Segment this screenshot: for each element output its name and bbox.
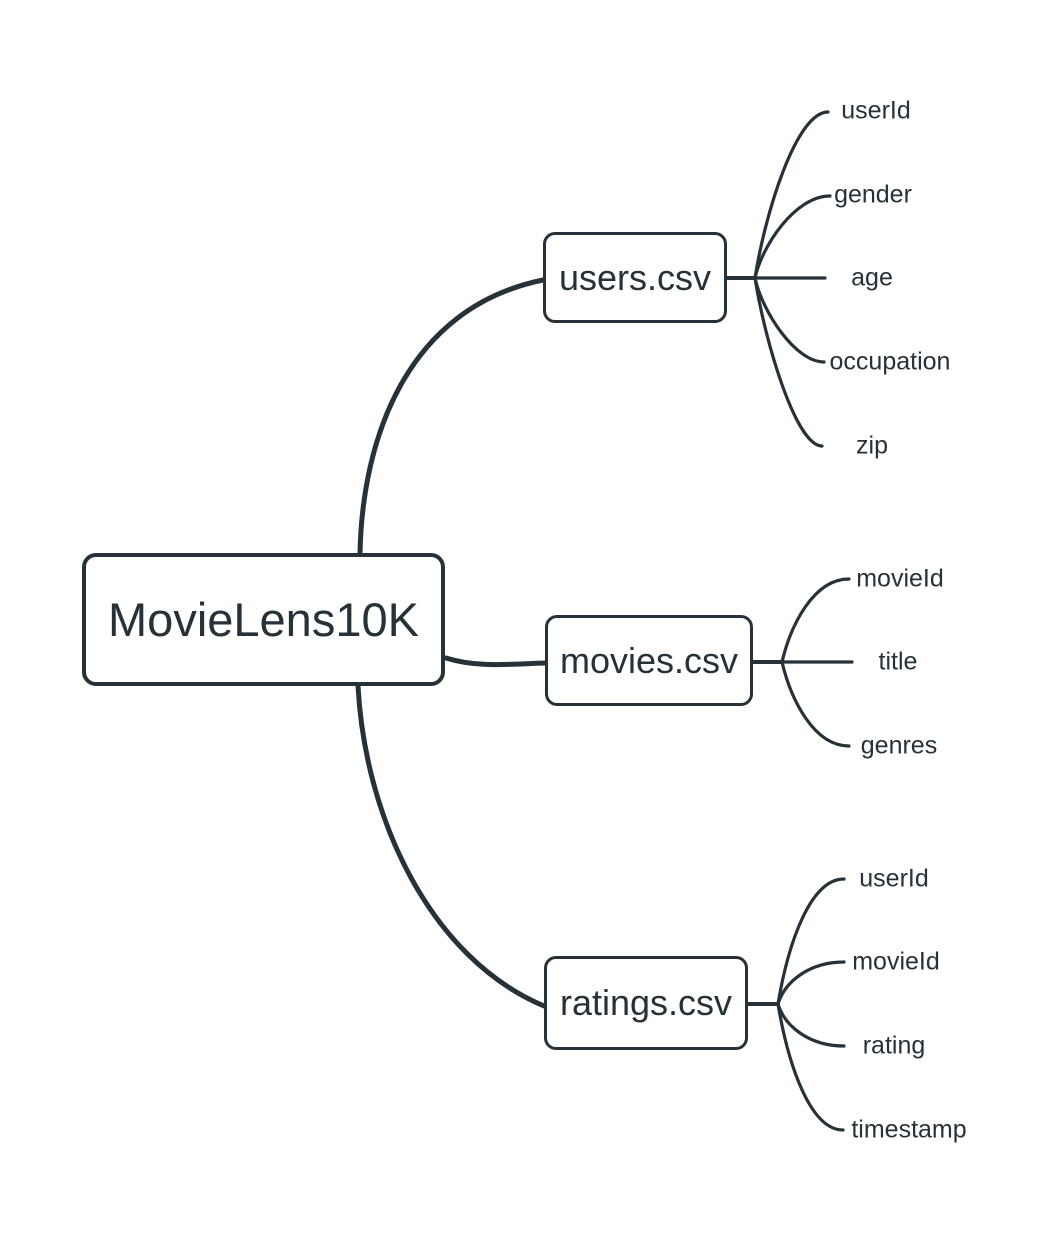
branch-ratings-rating — [776, 1002, 846, 1048]
branch-users-zip — [753, 276, 824, 448]
node-users-csv-label: users.csv — [558, 256, 712, 298]
node-movies-csv: movies.csv — [545, 615, 753, 706]
leaf-movies-movieid: movieId — [856, 564, 944, 593]
edge-root-users — [357, 277, 546, 557]
branch-users-occupation — [753, 276, 826, 364]
branch-movies-movieid — [780, 577, 851, 664]
edge-root-ratings — [355, 683, 547, 1009]
leaf-users-gender: gender — [834, 180, 912, 209]
branch-users-userid — [753, 110, 830, 280]
branch-ratings-movieid — [776, 960, 846, 1006]
node-users-csv: users.csv — [543, 232, 727, 323]
leaf-users-occupation: occupation — [829, 347, 951, 376]
leaf-users-age: age — [851, 263, 893, 292]
leaf-ratings-movieid: movieId — [852, 947, 940, 976]
node-movies-csv-label: movies.csv — [559, 639, 739, 681]
leaf-ratings-userid: userId — [859, 864, 929, 893]
leaf-movies-title: title — [878, 647, 918, 676]
node-root-label: MovieLens10K — [108, 593, 419, 646]
leaf-ratings-timestamp: timestamp — [851, 1115, 967, 1144]
node-root-movielens10k: MovieLens10K — [82, 553, 445, 686]
branch-ratings-userid — [776, 877, 846, 1006]
branch-ratings-timestamp — [776, 1002, 845, 1132]
leaf-movies-genres: genres — [860, 731, 938, 760]
leaf-users-userid: userId — [841, 96, 911, 125]
branch-movies-genres — [780, 660, 851, 748]
edge-root-movies — [443, 655, 548, 668]
branch-users-gender — [753, 194, 832, 280]
node-ratings-csv-label: ratings.csv — [559, 982, 733, 1023]
node-ratings-csv: ratings.csv — [544, 956, 748, 1050]
leaf-users-zip: zip — [856, 431, 888, 460]
leaf-ratings-rating: rating — [862, 1031, 926, 1060]
